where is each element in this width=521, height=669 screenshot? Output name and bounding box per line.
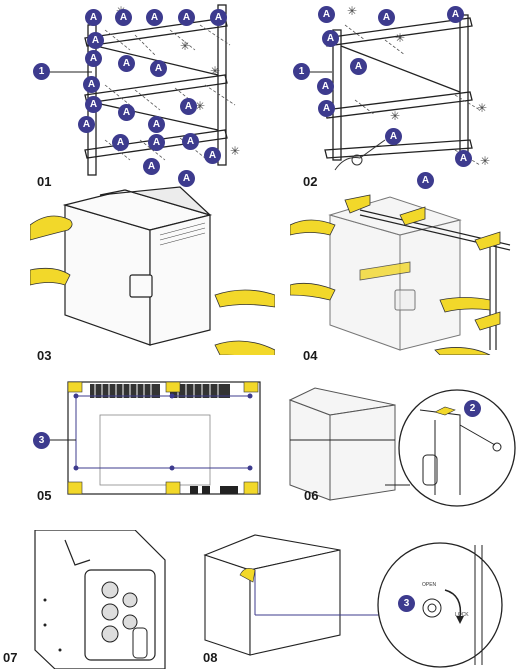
callout-a: A [85, 50, 102, 67]
spark-mark: ✳ [347, 4, 357, 18]
panel-04-inverter-hanging [290, 194, 511, 355]
spark-mark: ✳ [395, 31, 405, 45]
callout-a: A [178, 170, 195, 187]
spark-mark: ✳ [210, 64, 220, 78]
callout-a: A [146, 9, 163, 26]
step-number-04: 04 [303, 348, 318, 363]
spark-mark: ✳ [480, 154, 490, 168]
callout-a: A [447, 6, 464, 23]
callout-a: A [178, 9, 195, 26]
step-number-02: 02 [303, 174, 318, 189]
callout-a: A [210, 9, 227, 26]
callout-a: A [317, 78, 334, 95]
callout-a: A [385, 128, 402, 145]
panel-03-inverter-lifting [30, 186, 275, 355]
callout-a: A [417, 172, 434, 189]
callout-1: 1 [33, 63, 50, 80]
spark-mark: ✳ [195, 99, 205, 113]
callout-a: A [85, 96, 102, 113]
leader-line [50, 71, 92, 73]
callout-a: A [78, 116, 95, 133]
step-number-05: 05 [37, 488, 52, 503]
panel-05-rear-mounting [67, 381, 261, 495]
callout-a: A [118, 55, 135, 72]
callout-a: A [87, 32, 104, 49]
callout-a: A [322, 30, 339, 47]
lock-label: LOCK [455, 612, 469, 618]
step-number-01: 01 [37, 174, 52, 189]
callout-a: A [115, 9, 132, 26]
callout-a: A [318, 6, 335, 23]
callout-a: A [182, 133, 199, 150]
callout-2: 2 [464, 400, 481, 417]
leader-line [50, 439, 76, 441]
spark-mark: ✳ [230, 144, 240, 158]
step-number-08: 08 [203, 650, 218, 665]
callout-a: A [455, 150, 472, 167]
callout-3: 3 [398, 595, 415, 612]
open-label: OPEN [422, 582, 437, 588]
callout-a: A [85, 9, 102, 26]
step-number-03: 03 [37, 348, 52, 363]
callout-1: 1 [293, 63, 310, 80]
panel-06-secure-screw [288, 387, 516, 507]
callout-a: A [180, 98, 197, 115]
spark-mark: ✳ [180, 39, 190, 53]
step-number-07: 07 [3, 650, 18, 665]
panel-02-bracket-frame: ✳ ✳ ✳ ✳ ✳ [324, 4, 490, 171]
callout-a: A [118, 104, 135, 121]
callout-a: A [143, 158, 160, 175]
callout-a: A [378, 9, 395, 26]
callout-a: A [150, 60, 167, 77]
callout-a: A [112, 134, 129, 151]
panel-07-cable-glands [34, 530, 166, 669]
spark-mark: ✳ [477, 101, 487, 115]
callout-a: A [350, 58, 367, 75]
callout-a: A [204, 147, 221, 164]
leader-line [310, 71, 332, 73]
callout-a: A [148, 116, 165, 133]
callout-a: A [148, 134, 165, 151]
spark-mark: ✳ [390, 109, 400, 123]
callout-3: 3 [33, 432, 50, 449]
callout-a: A [83, 76, 100, 93]
step-number-06: 06 [304, 488, 319, 503]
callout-a: A [318, 100, 335, 117]
panel-08-cover-lock [203, 534, 503, 668]
